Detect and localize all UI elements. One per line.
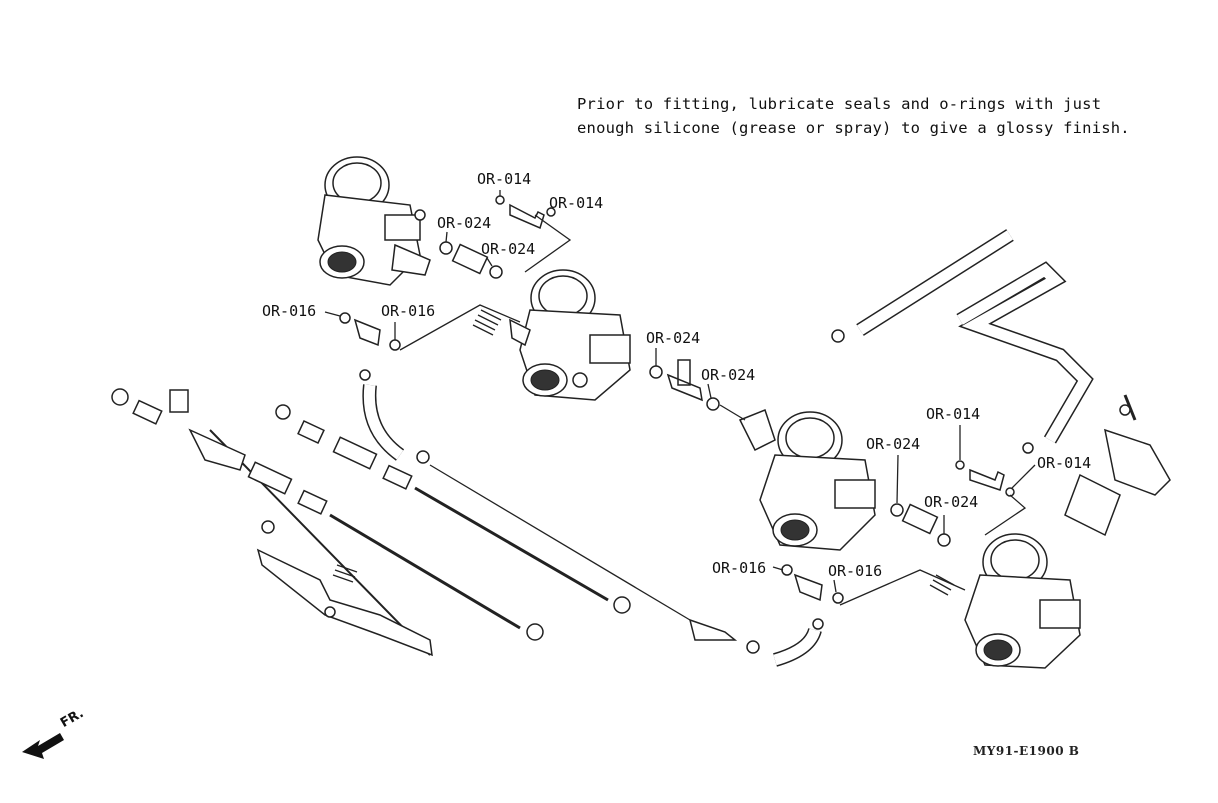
front-direction-arrow-icon bbox=[22, 733, 64, 759]
o-ring-label: OR-024 bbox=[437, 214, 492, 232]
o-ring-label: OR-016 bbox=[381, 302, 436, 320]
o-ring-label: OR-024 bbox=[924, 493, 979, 511]
hose-icon bbox=[362, 229, 1094, 667]
carburetor-icon bbox=[509, 269, 631, 401]
o-ring-label: OR-014 bbox=[549, 194, 604, 212]
o-ring-label: OR-024 bbox=[866, 435, 921, 453]
o-ring-label: OR-014 bbox=[1037, 454, 1092, 472]
carburetor-icon bbox=[738, 409, 876, 551]
o-ring-label: OR-016 bbox=[712, 559, 767, 577]
note-line-2: enough silicone (grease or spray) to giv… bbox=[577, 119, 1130, 137]
o-ring-label: OR-024 bbox=[481, 240, 536, 258]
o-ring-label: OR-016 bbox=[828, 562, 883, 580]
o-ring-label: OR-024 bbox=[701, 366, 756, 384]
o-ring-label: OR-016 bbox=[262, 302, 317, 320]
o-ring-label: OR-014 bbox=[926, 405, 981, 423]
o-ring-icon bbox=[339, 195, 1015, 604]
carburetor-icon bbox=[317, 156, 431, 286]
diagram-code: MY91-E1900 B bbox=[973, 744, 1080, 758]
o-ring-label: OR-024 bbox=[646, 329, 701, 347]
carburetor-icon bbox=[964, 533, 1081, 669]
o-ring-label: OR-014 bbox=[477, 170, 532, 188]
note-line-1: Prior to fitting, lubricate seals and o-… bbox=[577, 95, 1102, 113]
instruction-note: Prior to fitting, lubricate seals and o-… bbox=[577, 92, 1197, 140]
